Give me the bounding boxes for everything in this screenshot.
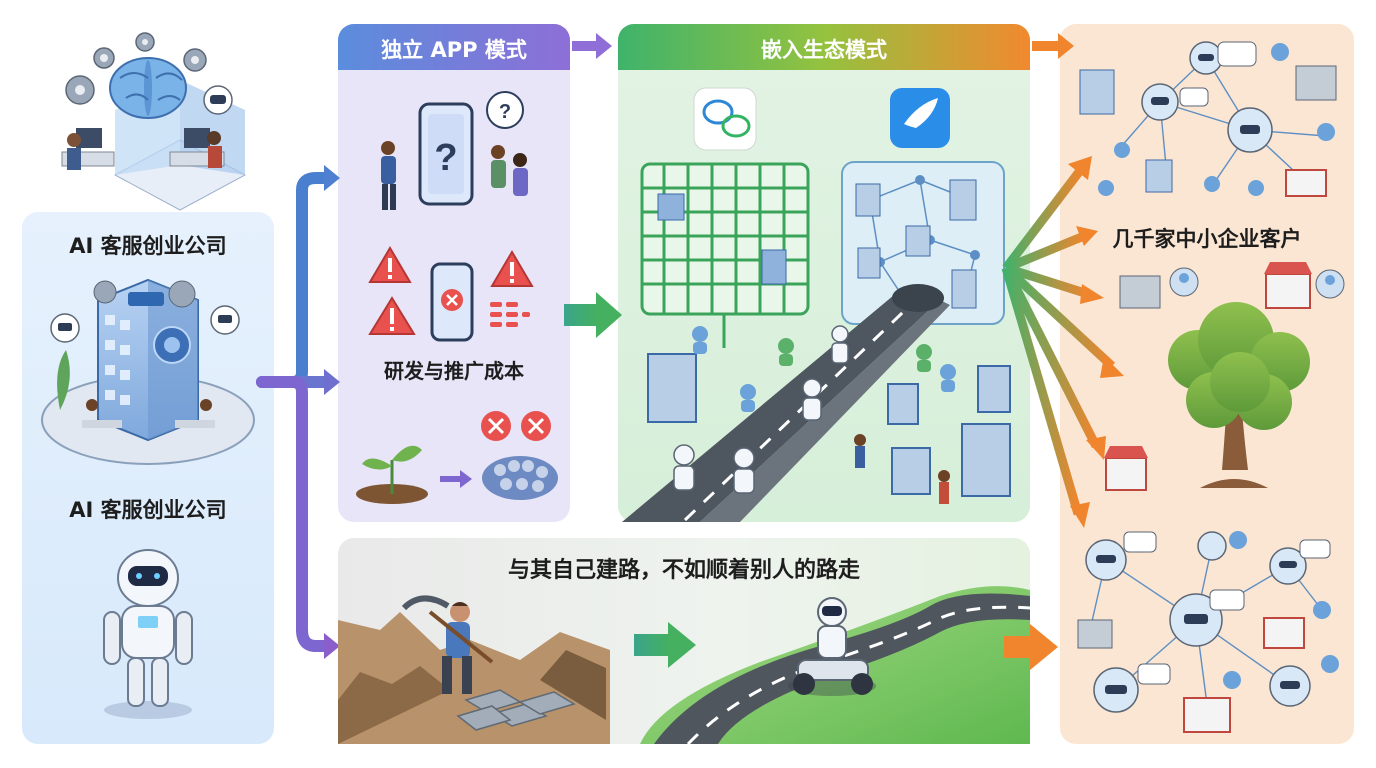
warning-phone-illustration bbox=[368, 246, 534, 342]
ecosystem-network bbox=[841, 161, 1005, 325]
ai-brain-office-illustration bbox=[61, 32, 247, 211]
header-arrows bbox=[572, 33, 1074, 59]
bottom-right-arrow bbox=[1004, 624, 1058, 670]
bottom-middle-arrow bbox=[634, 622, 696, 668]
cost-label: 研发与推广成本 bbox=[384, 359, 524, 383]
customer-row-middle bbox=[1104, 262, 1345, 491]
wechat-icon bbox=[693, 87, 757, 151]
company-building-illustration bbox=[41, 278, 255, 465]
robot-on-vehicle-illustration bbox=[788, 597, 876, 696]
branch-arrows bbox=[256, 165, 340, 659]
ecosystem-buildings bbox=[647, 353, 1011, 497]
standalone-app-title: 独立 APP 模式 bbox=[381, 38, 527, 62]
startup-label-bottom: AI 客服创业公司 bbox=[69, 498, 227, 522]
embedded-ecosystem-title: 嵌入生态模式 bbox=[761, 38, 887, 62]
fan-arrows bbox=[1001, 156, 1124, 528]
phone-question-illustration: ? ? bbox=[381, 91, 528, 210]
sme-customers-label: 几千家中小企业客户 bbox=[1112, 227, 1302, 251]
feishu-lark-icon bbox=[890, 88, 950, 148]
ai-robot-illustration bbox=[103, 549, 193, 719]
standalone-app-header: 独立 APP 模式 bbox=[338, 24, 570, 70]
seedling-failure-illustration bbox=[356, 411, 558, 504]
road-slogan: 与其自己建路，不如顺着别人的路走 bbox=[507, 558, 860, 583]
ecosystem-grid bbox=[640, 162, 810, 348]
question-mark-phone: ? bbox=[434, 137, 457, 179]
ecosystem-people bbox=[692, 326, 956, 504]
growth-tree-illustration bbox=[1168, 302, 1310, 488]
app-to-embed-arrow bbox=[564, 292, 622, 338]
digging-worker-illustration bbox=[338, 595, 610, 744]
customer-network-top bbox=[1079, 41, 1337, 197]
ecosystem-robots bbox=[673, 325, 849, 494]
startup-label-top: AI 客服创业公司 bbox=[69, 234, 227, 258]
warning-icon bbox=[368, 246, 534, 335]
question-mark-bubble: ? bbox=[499, 101, 511, 123]
customer-network-bottom bbox=[1077, 531, 1339, 733]
embedded-ecosystem-header: 嵌入生态模式 bbox=[618, 24, 1030, 70]
